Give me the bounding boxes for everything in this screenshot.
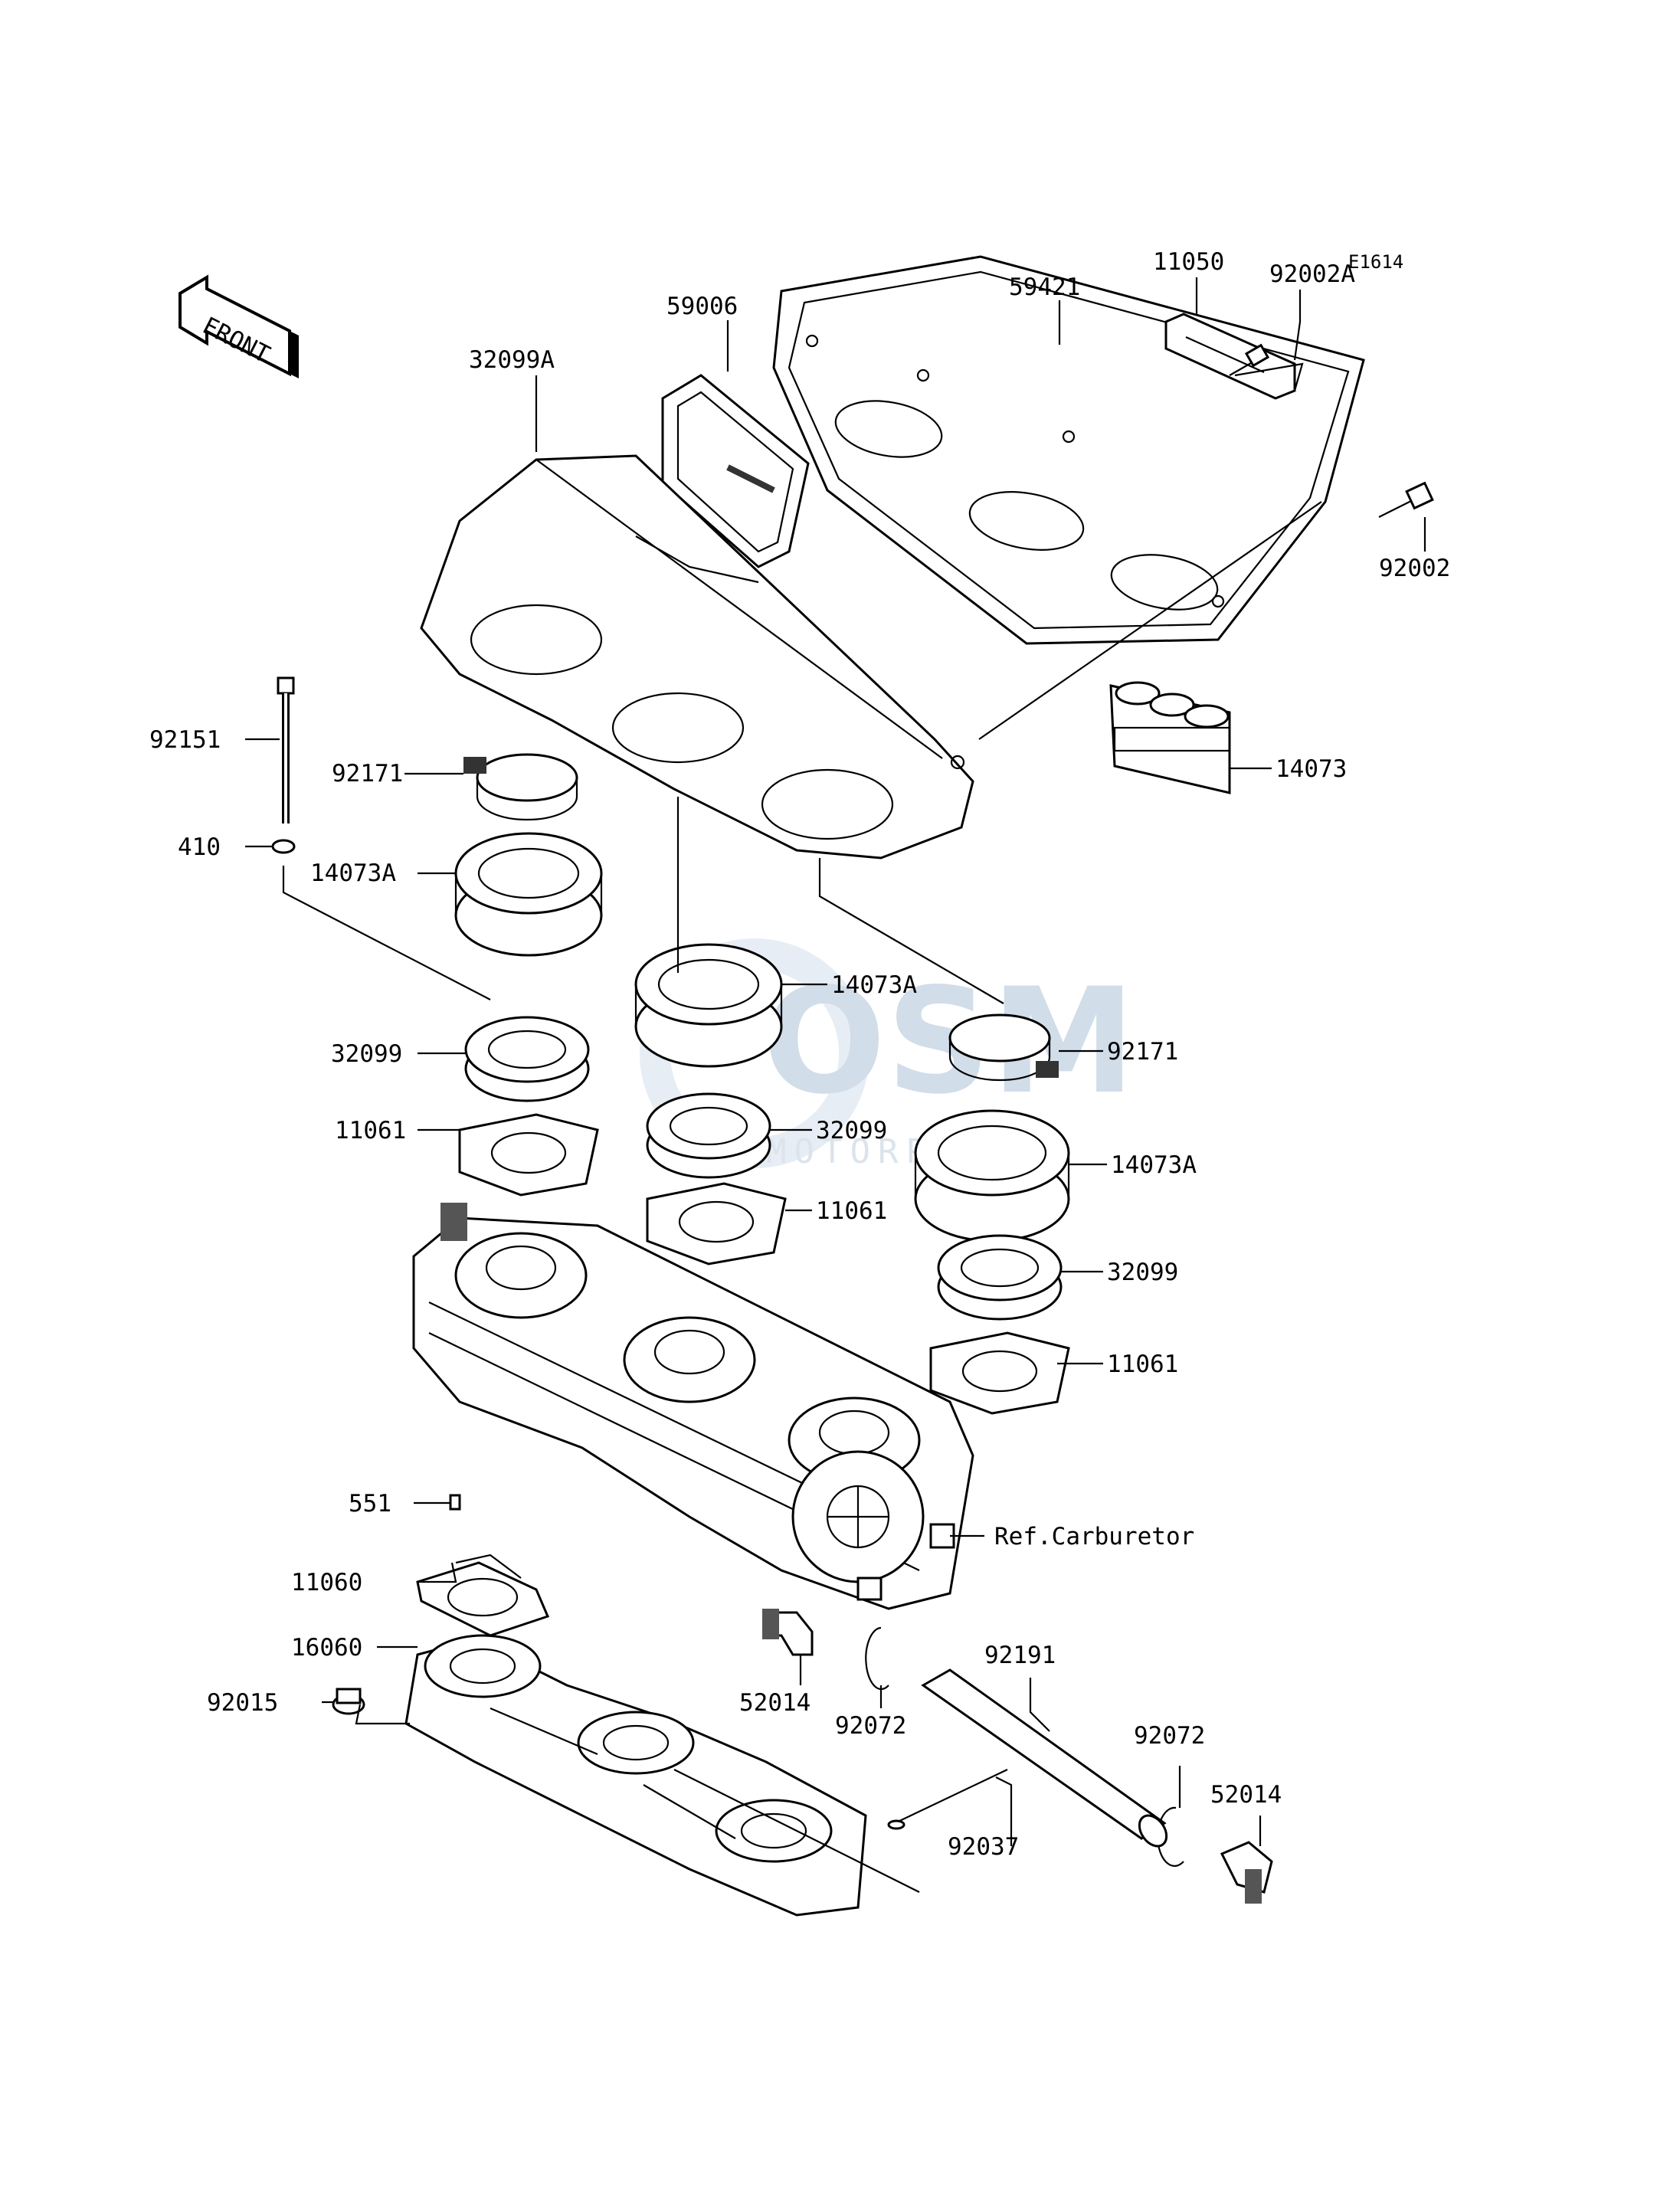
- diagram-code: E1614: [1348, 251, 1403, 273]
- bolt-92002-icon: [1378, 481, 1434, 518]
- gasket-11061-right: [929, 1331, 1070, 1415]
- label-11061-right: 11061: [1107, 1351, 1178, 1378]
- label-92151: 92151: [149, 726, 221, 754]
- label-11061-left: 11061: [335, 1117, 406, 1144]
- washer-410-icon: [271, 839, 296, 854]
- label-92171-left: 92171: [332, 760, 403, 787]
- pin-551-icon: [449, 1494, 461, 1511]
- label-32099-mid: 32099: [816, 1117, 887, 1144]
- label-16060: 16060: [291, 1634, 362, 1662]
- label-14073: 14073: [1276, 755, 1347, 783]
- stud-bolt-92151-icon: [277, 676, 295, 823]
- label-92072-left: 92072: [835, 1712, 906, 1740]
- label-11060: 11060: [291, 1569, 362, 1596]
- label-14073A-mid: 14073A: [831, 971, 917, 999]
- intake-14073A-mid: [634, 943, 783, 1068]
- front-arrow-icon: FRONT: [178, 274, 299, 378]
- seal-32099-right: [937, 1234, 1063, 1321]
- label-14073A-left: 14073A: [310, 859, 396, 887]
- label-52014-right: 52014: [1210, 1781, 1282, 1809]
- air-filter-32099A: [420, 454, 974, 859]
- fitting-52014-left-icon: [762, 1609, 814, 1656]
- label-59421: 59421: [1009, 273, 1080, 301]
- label-92037: 92037: [948, 1833, 1019, 1861]
- label-410: 410: [178, 833, 221, 861]
- clamp-92171-left: [463, 753, 578, 821]
- label-92002: 92002: [1379, 555, 1450, 582]
- bolt-92002A-icon: [1229, 343, 1270, 376]
- intake-14073A-left: [454, 832, 603, 957]
- label-14073A-right: 14073A: [1111, 1151, 1197, 1179]
- manifold-16060: [404, 1634, 867, 1917]
- intake-14073A-right: [914, 1109, 1070, 1243]
- label-92171-right: 92171: [1107, 1038, 1178, 1066]
- label-11061-mid: 11061: [816, 1197, 887, 1225]
- part-labels: 59006 59421 11050 92002A 32099A 92002 92…: [149, 248, 1450, 1861]
- fitting-52014-right-icon: [1220, 1841, 1273, 1904]
- label-92191: 92191: [984, 1642, 1056, 1669]
- nut-92015-icon: [332, 1688, 365, 1715]
- seal-32099-left: [464, 1016, 590, 1102]
- leader-lines: [245, 277, 1426, 1893]
- label-32099-right: 32099: [1107, 1259, 1178, 1286]
- clamp-92171-right: [948, 1013, 1059, 1082]
- carburetor-assembly: [412, 1203, 974, 1610]
- tie-92037-icon: [887, 1769, 1008, 1830]
- label-52014-left: 52014: [739, 1689, 811, 1717]
- gasket-11061-left: [458, 1113, 599, 1197]
- label-92072-right: 92072: [1134, 1722, 1205, 1750]
- label-ref-carburetor: Ref.Carburetor: [994, 1523, 1194, 1550]
- air-box-cover: [772, 255, 1365, 645]
- intake-14073: [1109, 681, 1231, 794]
- label-11050: 11050: [1153, 248, 1224, 276]
- label-32099A: 32099A: [469, 346, 555, 374]
- label-59006: 59006: [666, 293, 738, 320]
- label-32099-left: 32099: [331, 1040, 402, 1068]
- label-92015: 92015: [207, 1689, 278, 1717]
- hose-92191: [921, 1668, 1168, 1848]
- gasket-11061-mid: [646, 1182, 787, 1265]
- watermark-title: OSM: [762, 957, 1135, 1126]
- clip-92072-left-icon: [865, 1626, 889, 1691]
- label-92002A: 92002A: [1269, 260, 1355, 288]
- gasket-11060: [416, 1561, 550, 1637]
- seal-32099-mid: [646, 1092, 771, 1179]
- label-551: 551: [349, 1490, 391, 1518]
